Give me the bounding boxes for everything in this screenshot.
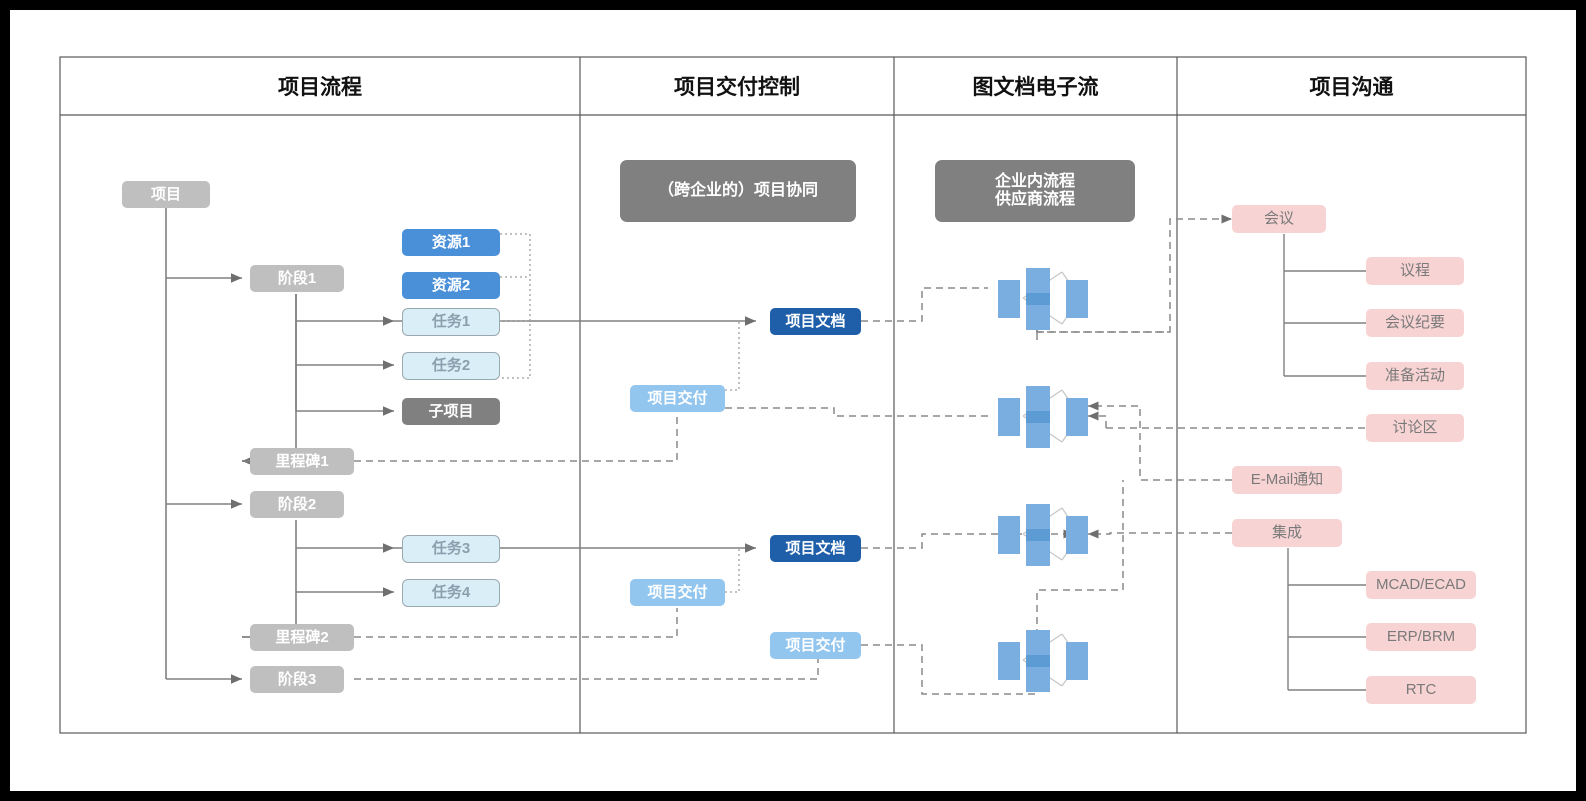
workflow-symbol bbox=[998, 630, 1088, 692]
diagram-canvas: 项目流程 项目交付控制 图文档电子流 项目沟通 项目 阶段1 资源1 资源2 任… bbox=[10, 10, 1576, 791]
node-task2[interactable]: 任务2 bbox=[402, 352, 500, 380]
workflow-symbol bbox=[998, 504, 1088, 566]
banner-line-2: 供应商流程 bbox=[994, 191, 1075, 208]
node-project[interactable]: 项目 bbox=[122, 181, 210, 208]
node-mcad-ecad[interactable]: MCAD/ECAD bbox=[1366, 571, 1476, 599]
resource-task-dotted-riser bbox=[500, 233, 531, 379]
node-project-delivery-1[interactable]: 项目交付 bbox=[630, 385, 725, 412]
node-project-delivery-3[interactable]: 项目交付 bbox=[770, 632, 861, 659]
frame-and-columns bbox=[59, 56, 1527, 734]
node-agenda[interactable]: 议程 bbox=[1366, 257, 1464, 285]
delivery-dotted-risers bbox=[725, 321, 740, 593]
banner-line-1: 企业内流程 bbox=[994, 172, 1075, 190]
banner-cross-enterprise-collaboration: （跨企业的）项目协同 bbox=[620, 160, 856, 222]
workflow-symbol bbox=[998, 386, 1088, 448]
node-preparation[interactable]: 准备活动 bbox=[1366, 362, 1464, 390]
node-phase1[interactable]: 阶段1 bbox=[250, 265, 344, 292]
banner-internal-supplier-process: 企业内流程 供应商流程 bbox=[935, 160, 1135, 222]
communication-tree-edges bbox=[1283, 234, 1366, 691]
workflow-symbols bbox=[998, 268, 1088, 692]
workflow-symbol bbox=[998, 268, 1088, 340]
node-phase2[interactable]: 阶段2 bbox=[250, 491, 344, 518]
node-task3[interactable]: 任务3 bbox=[402, 535, 500, 563]
node-project-delivery-2[interactable]: 项目交付 bbox=[630, 579, 725, 606]
node-task4[interactable]: 任务4 bbox=[402, 579, 500, 607]
node-rtc[interactable]: RTC bbox=[1366, 676, 1476, 704]
node-minutes[interactable]: 会议纪要 bbox=[1366, 309, 1464, 337]
node-integration[interactable]: 集成 bbox=[1232, 519, 1342, 547]
column-header-document-eflow: 图文档电子流 bbox=[972, 75, 1099, 99]
node-milestone1[interactable]: 里程碑1 bbox=[250, 448, 354, 475]
node-email-notification[interactable]: E-Mail通知 bbox=[1232, 466, 1342, 494]
column-header-project-communication: 项目沟通 bbox=[1309, 75, 1394, 99]
node-subproject[interactable]: 子项目 bbox=[402, 398, 500, 425]
node-meeting[interactable]: 会议 bbox=[1232, 205, 1326, 233]
node-phase3[interactable]: 阶段3 bbox=[250, 666, 344, 693]
node-resource2[interactable]: 资源2 bbox=[402, 272, 500, 299]
node-milestone2[interactable]: 里程碑2 bbox=[250, 624, 354, 651]
column-header-delivery-control: 项目交付控制 bbox=[674, 75, 800, 99]
node-erp-brm[interactable]: ERP/BRM bbox=[1366, 623, 1476, 651]
node-task1[interactable]: 任务1 bbox=[402, 308, 500, 336]
node-resource1[interactable]: 资源1 bbox=[402, 229, 500, 256]
node-project-document-1[interactable]: 项目文档 bbox=[770, 308, 861, 335]
dashed-connectors bbox=[354, 214, 1365, 695]
column-header-project-flow: 项目流程 bbox=[278, 75, 362, 99]
node-discussion-area[interactable]: 讨论区 bbox=[1366, 414, 1464, 442]
node-project-document-2[interactable]: 项目文档 bbox=[770, 535, 861, 562]
